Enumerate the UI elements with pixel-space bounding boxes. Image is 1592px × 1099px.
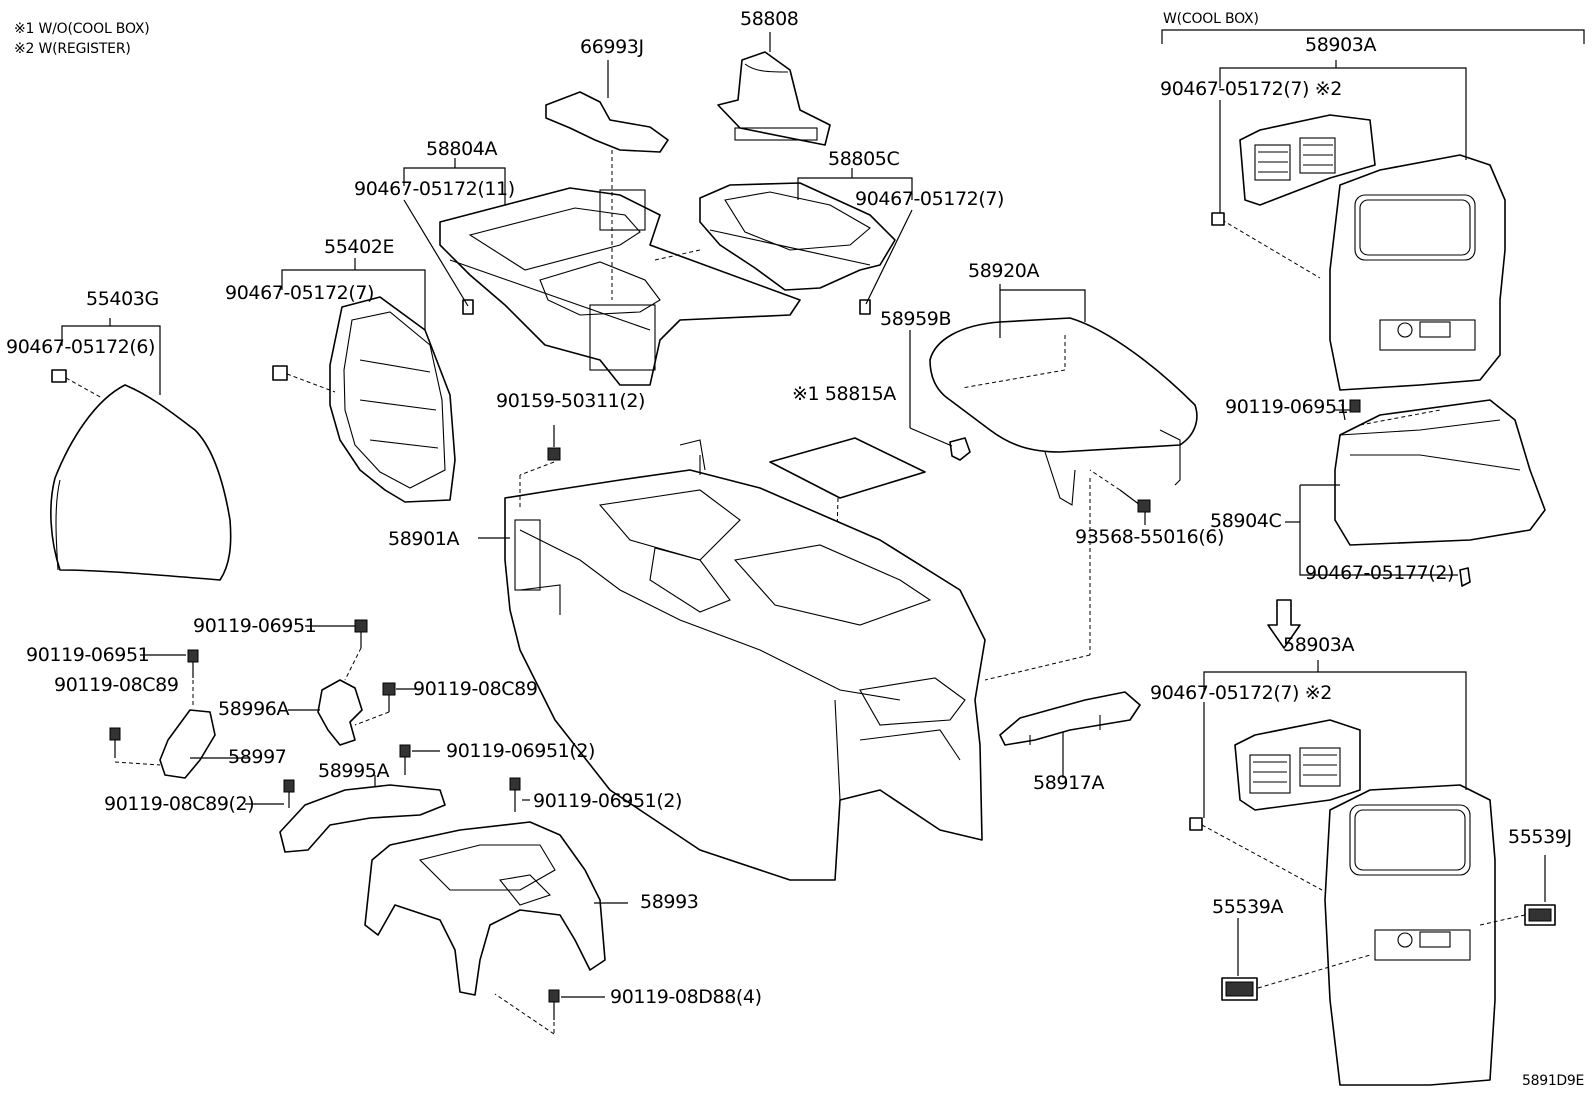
label-58808: 58808 [740,8,799,30]
label-58804A-screw: 90467-05172(11) [354,178,515,200]
label-58903A-bottom-screw: 90467-05172(7) ※2 [1150,682,1332,704]
arrow-down-icon [1267,599,1301,649]
clip-55403G [51,369,67,383]
part-58901A-console-body [504,439,986,881]
variant-label: W(COOL BOX) [1163,11,1259,27]
clip-58903A-top [1211,212,1225,226]
variant-bracket [1161,29,1585,44]
part-58808-shift-boot [717,32,831,146]
label-58997: 58997 [228,746,287,768]
clip-90467-05177 [1459,567,1471,587]
label-90119-06951-b: 90119-06951 [26,644,150,666]
part-58903A-bottom-panel [1189,784,1496,1086]
part-58904C-lower-cover [1334,399,1546,587]
part-58996A-bracket [288,619,420,746]
part-58997-bracket [109,649,250,779]
label-66993J: 66993J [580,36,644,58]
label-55403G: 55403G [86,288,159,310]
leader-58904C [1285,484,1458,576]
label-58903A-bottom: 58903A [1283,634,1355,656]
leader-58804A [403,158,506,307]
label-58920A: 58920A [968,260,1040,282]
clip-55402E [272,365,288,381]
part-55539A-socket [1221,918,1371,1001]
label-58815A: ※1 58815A [792,383,896,405]
label-55539J: 55539J [1508,826,1572,848]
label-90119-06951-right: 90119-06951 [1225,396,1349,418]
label-55402E-screw: 90467-05172(7) [225,282,375,304]
diagram-code: 5891D9E [1522,1073,1585,1089]
label-90119-08D88: 90119-08D88(4) [610,986,762,1008]
clip-58903A-bottom [1189,817,1203,831]
note-1: ※1 W/O(COOL BOX) [14,21,150,37]
label-58959B: 58959B [880,308,952,330]
clip-58959B [949,437,971,461]
label-58917A: 58917A [1033,772,1105,794]
label-58805C-screw: 90467-05172(7) [855,188,1005,210]
part-58995A-bracket [245,744,446,853]
screw-93568 [1089,469,1151,525]
label-58901A: 58901A [388,528,460,550]
note-2: ※2 W(REGISTER) [14,41,131,57]
label-58903A-top: 58903A [1305,34,1377,56]
leader-58903A-bottom [1203,660,1467,818]
label-58804A: 58804A [426,138,498,160]
leader-55402E [281,258,426,330]
part-66993J-mat [545,60,669,153]
leader-58805C [797,168,913,305]
register-bottom [1234,719,1361,811]
part-55539J-socket [1479,855,1556,926]
label-90119-06951-a: 90119-06951 [193,615,317,637]
leader-58920A [999,284,1086,338]
clip-58805C [859,299,871,315]
label-58903A-top-screw: 90467-05172(7) ※2 [1160,78,1342,100]
label-58993: 58993 [640,891,699,913]
part-58920A-armrest-lid [929,317,1198,506]
part-58903A-top-panel [1211,154,1506,391]
part-58993-base [364,777,628,1035]
part-58805C-trim-panel [699,182,896,315]
label-90159: 90159-50311(2) [496,390,646,412]
label-55539A: 55539A [1212,896,1284,918]
part-55403G-side-cover [50,369,232,581]
label-58904C: 58904C [1210,510,1282,532]
part-55402E-side-panel [272,296,456,503]
label-55403G-screw: 90467-05172(6) [6,336,156,358]
label-90119-08C89-a: 90119-08C89 [54,674,179,696]
label-58996A: 58996A [218,698,290,720]
label-90119-06951-2b: 90119-06951(2) [533,790,683,812]
label-58995A: 58995A [318,760,390,782]
label-90467-05177: 90467-05177(2) [1305,562,1455,584]
label-90119-08C89-b: 90119-08C89 [413,678,538,700]
screw-90159 [519,425,561,510]
label-90119-08C89-2: 90119-08C89(2) [104,793,255,815]
part-58804A-upper-panel [439,150,801,386]
label-90119-06951-2a: 90119-06951(2) [446,740,596,762]
register-top [1239,114,1376,206]
part-58917A-bracket [984,478,1141,778]
leader-55403G [61,318,161,395]
clip-58804A [462,299,474,315]
label-55402E: 55402E [324,236,395,258]
label-58805C: 58805C [828,148,900,170]
label-93568: 93568-55016(6) [1075,526,1225,548]
leader-58959B-b [909,427,953,447]
leader-58903A-top [1219,60,1467,213]
